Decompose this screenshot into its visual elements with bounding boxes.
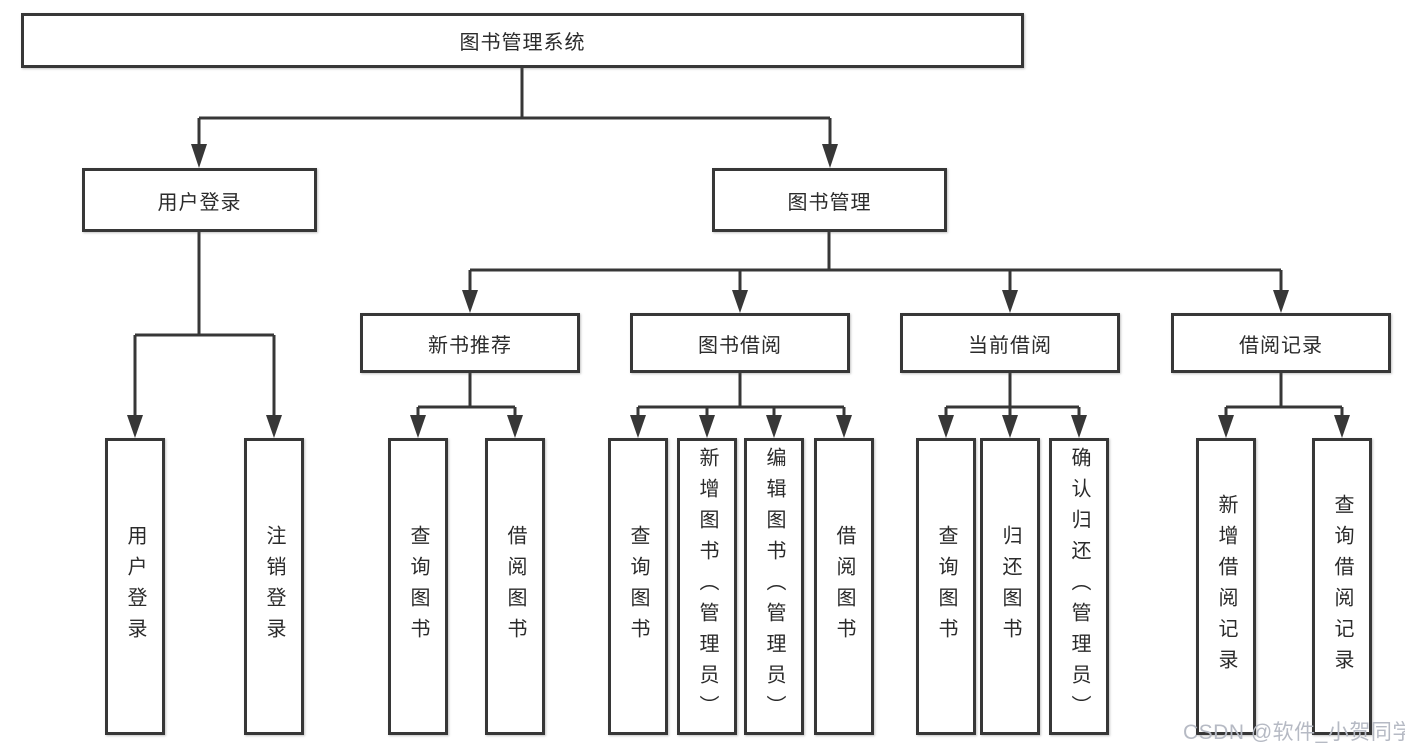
node-book-borrow: 图书借阅 xyxy=(630,313,850,373)
arrowheads xyxy=(127,144,1350,438)
node-borrow-records: 借阅记录 xyxy=(1171,313,1391,373)
node-user-login: 用户登录 xyxy=(82,168,317,232)
leaf-label: 查询图书 xyxy=(935,524,957,649)
leaf-label: 查询借阅记录 xyxy=(1331,493,1353,680)
leaf-query-book-3: 查询图书 xyxy=(916,438,976,735)
leaf-label: 注销登录 xyxy=(263,524,285,649)
leaf-add-borrow-record: 新增借阅记录 xyxy=(1196,438,1256,735)
leaf-confirm-return-admin: 确认归还（管理员） xyxy=(1049,438,1109,735)
leaf-label: 新增图书（管理员） xyxy=(696,447,718,726)
node-current-borrow: 当前借阅 xyxy=(900,313,1120,373)
leaf-label: 查询图书 xyxy=(407,524,429,649)
connector-paths xyxy=(133,68,1344,419)
leaf-query-book-2: 查询图书 xyxy=(608,438,668,735)
leaf-label: 归还图书 xyxy=(999,524,1021,649)
node-root-system: 图书管理系统 xyxy=(21,13,1024,68)
leaf-label: 借阅图书 xyxy=(504,524,526,649)
leaf-label: 确认归还（管理员） xyxy=(1068,447,1090,726)
leaf-user-login: 用户登录 xyxy=(105,438,165,735)
leaf-query-book-1: 查询图书 xyxy=(388,438,448,735)
leaf-return-book: 归还图书 xyxy=(980,438,1040,735)
csdn-watermark: CSDN @软件_小贺同学 xyxy=(1183,721,1405,744)
leaf-label: 查询图书 xyxy=(627,524,649,649)
leaf-logout: 注销登录 xyxy=(244,438,304,735)
leaf-label: 新增借阅记录 xyxy=(1215,493,1237,680)
leaf-add-book-admin: 新增图书（管理员） xyxy=(677,438,737,735)
node-book-management: 图书管理 xyxy=(712,168,947,232)
leaf-query-borrow-record: 查询借阅记录 xyxy=(1312,438,1372,735)
leaf-edit-book-admin: 编辑图书（管理员） xyxy=(744,438,804,735)
leaf-label: 用户登录 xyxy=(124,524,146,649)
leaf-borrow-book-1: 借阅图书 xyxy=(485,438,545,735)
leaf-label: 编辑图书（管理员） xyxy=(763,447,785,726)
node-new-book-recommend: 新书推荐 xyxy=(360,313,580,373)
leaf-label: 借阅图书 xyxy=(833,524,855,649)
leaf-borrow-book-2: 借阅图书 xyxy=(814,438,874,735)
